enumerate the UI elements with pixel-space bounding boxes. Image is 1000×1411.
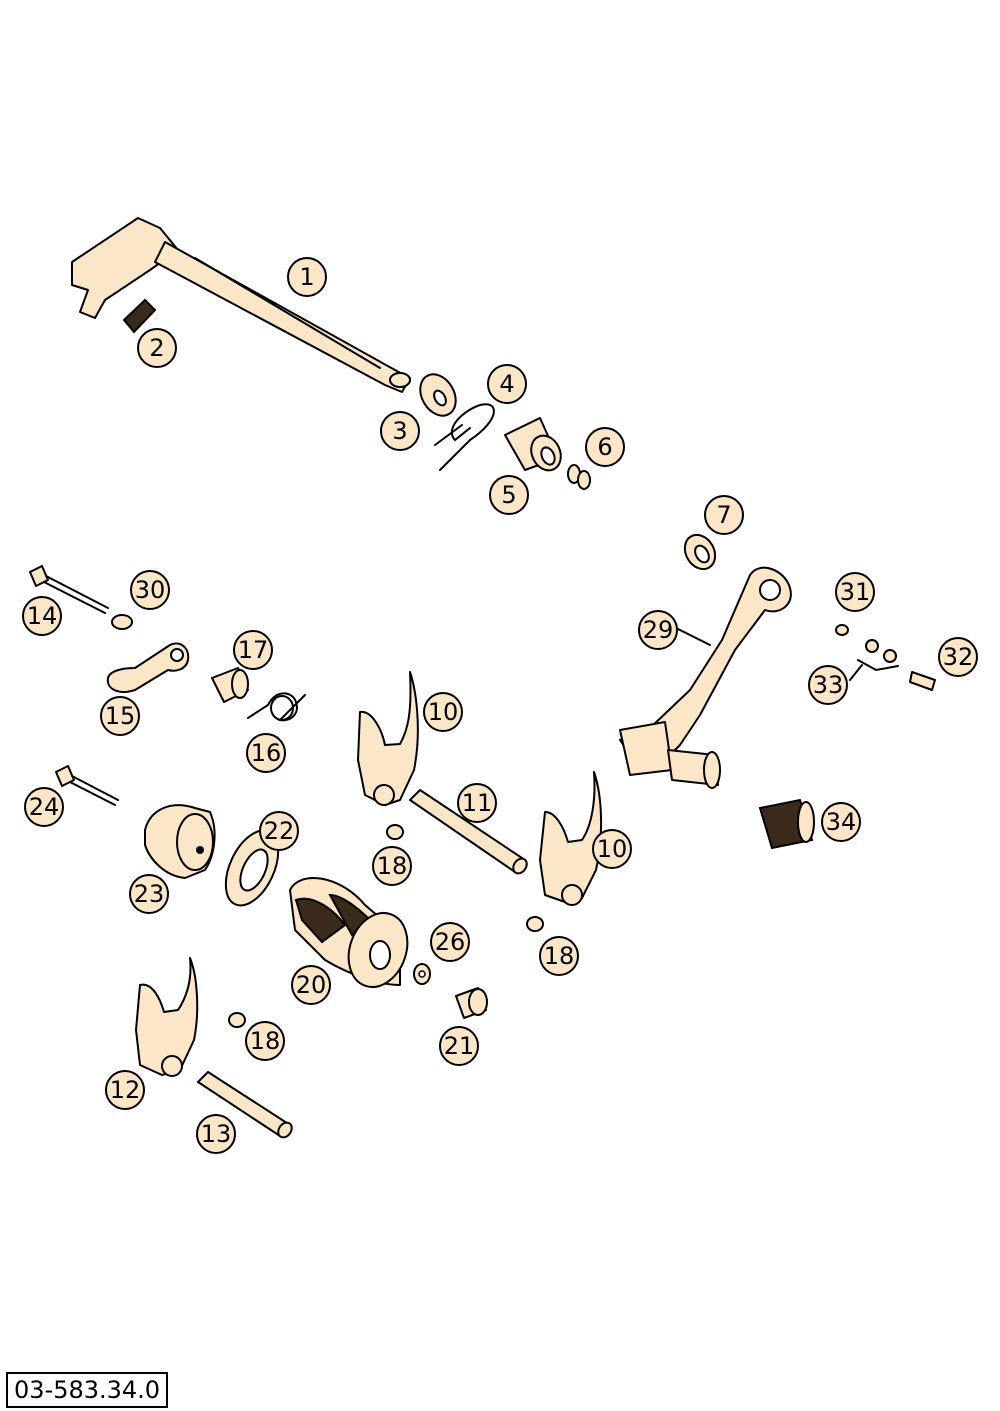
small-spring	[122, 298, 157, 334]
callout-4: 4	[487, 364, 527, 404]
svg-text:24: 24	[29, 793, 60, 821]
small-bushings	[228, 824, 544, 1028]
callout-21: 21	[439, 1026, 479, 1066]
leader-line	[675, 627, 711, 646]
svg-text:18: 18	[250, 1027, 281, 1055]
callout-3: 3	[380, 411, 420, 451]
callout-12: 12	[105, 1070, 145, 1110]
callout-30: 30	[130, 570, 170, 610]
svg-text:34: 34	[826, 808, 857, 836]
svg-text:29: 29	[643, 616, 674, 644]
svg-text:18: 18	[544, 942, 575, 970]
svg-text:13: 13	[201, 1120, 232, 1148]
callout-6: 6	[585, 427, 625, 467]
callout-24: 24	[24, 787, 64, 827]
svg-text:1: 1	[299, 263, 314, 291]
svg-text:20: 20	[296, 971, 327, 999]
svg-text:31: 31	[840, 578, 871, 606]
drum-washer	[413, 963, 431, 985]
svg-text:15: 15	[105, 702, 136, 730]
svg-text:32: 32	[943, 643, 974, 671]
callout-33: 33	[808, 665, 848, 705]
svg-text:21: 21	[444, 1032, 475, 1060]
roller	[211, 667, 249, 703]
svg-text:11: 11	[462, 789, 493, 817]
callout-20: 20	[291, 965, 331, 1005]
drum-bushing	[455, 987, 488, 1019]
shift-shaft	[71, 217, 411, 393]
callout-18-right: 18	[539, 936, 579, 976]
shift-fork-lower	[135, 957, 199, 1077]
callout-15: 15	[100, 696, 140, 736]
fork-shaft-long	[409, 789, 528, 875]
fork-shaft-short	[197, 1071, 293, 1139]
callout-17: 17	[233, 630, 273, 670]
callout-22: 22	[259, 811, 299, 851]
callout-10-right: 10	[592, 829, 632, 869]
shift-drum	[289, 877, 409, 988]
callout-1: 1	[287, 257, 327, 297]
callout-7: 7	[704, 495, 744, 535]
callout-11: 11	[457, 783, 497, 823]
shift-drum-detent	[144, 804, 216, 879]
callout-32: 32	[938, 637, 978, 677]
svg-text:26: 26	[435, 928, 466, 956]
shift-lever-rubber	[758, 798, 815, 850]
callout-13: 13	[196, 1114, 236, 1154]
washer	[419, 373, 457, 417]
callout-16: 16	[246, 733, 286, 773]
svg-text:23: 23	[134, 880, 165, 908]
svg-text:17: 17	[238, 636, 269, 664]
svg-text:22: 22	[264, 817, 295, 845]
long-bolt	[29, 565, 133, 630]
svg-text:30: 30	[135, 576, 166, 604]
callout-26: 26	[430, 922, 470, 962]
shift-fork-right	[539, 771, 603, 906]
leader-line	[849, 664, 863, 681]
callout-2: 2	[137, 328, 177, 368]
drawing-number: 03-583.34.0	[6, 1372, 169, 1408]
svg-text:5: 5	[501, 481, 516, 509]
callout-29: 29	[638, 610, 678, 650]
lever-fasteners	[835, 624, 936, 691]
callout-18-upper: 18	[372, 846, 412, 886]
torsion-spring	[247, 692, 306, 722]
bushing	[504, 417, 562, 472]
svg-text:4: 4	[499, 370, 514, 398]
callout-23: 23	[129, 874, 169, 914]
svg-text:14: 14	[27, 602, 58, 630]
o-ring-pair	[567, 464, 591, 490]
callout-18-lower: 18	[245, 1021, 285, 1061]
shift-fork-upper	[357, 671, 419, 806]
svg-text:10: 10	[428, 698, 459, 726]
seal-ring	[683, 533, 717, 571]
callout-31: 31	[835, 572, 875, 612]
short-bolt	[55, 765, 119, 806]
svg-text:3: 3	[392, 417, 407, 445]
callout-34: 34	[821, 802, 861, 842]
svg-text:12: 12	[110, 1076, 141, 1104]
shift-arm	[106, 642, 190, 693]
shift-lever	[619, 566, 792, 789]
callout-10-upper: 10	[423, 692, 463, 732]
svg-text:2: 2	[149, 334, 164, 362]
circlip	[434, 403, 495, 471]
callout-14: 14	[22, 596, 62, 636]
svg-text:7: 7	[716, 501, 731, 529]
svg-text:18: 18	[377, 852, 408, 880]
svg-text:10: 10	[597, 835, 628, 863]
svg-text:16: 16	[251, 739, 282, 767]
svg-text:6: 6	[597, 433, 612, 461]
svg-text:33: 33	[813, 671, 844, 699]
callout-5: 5	[489, 475, 529, 515]
